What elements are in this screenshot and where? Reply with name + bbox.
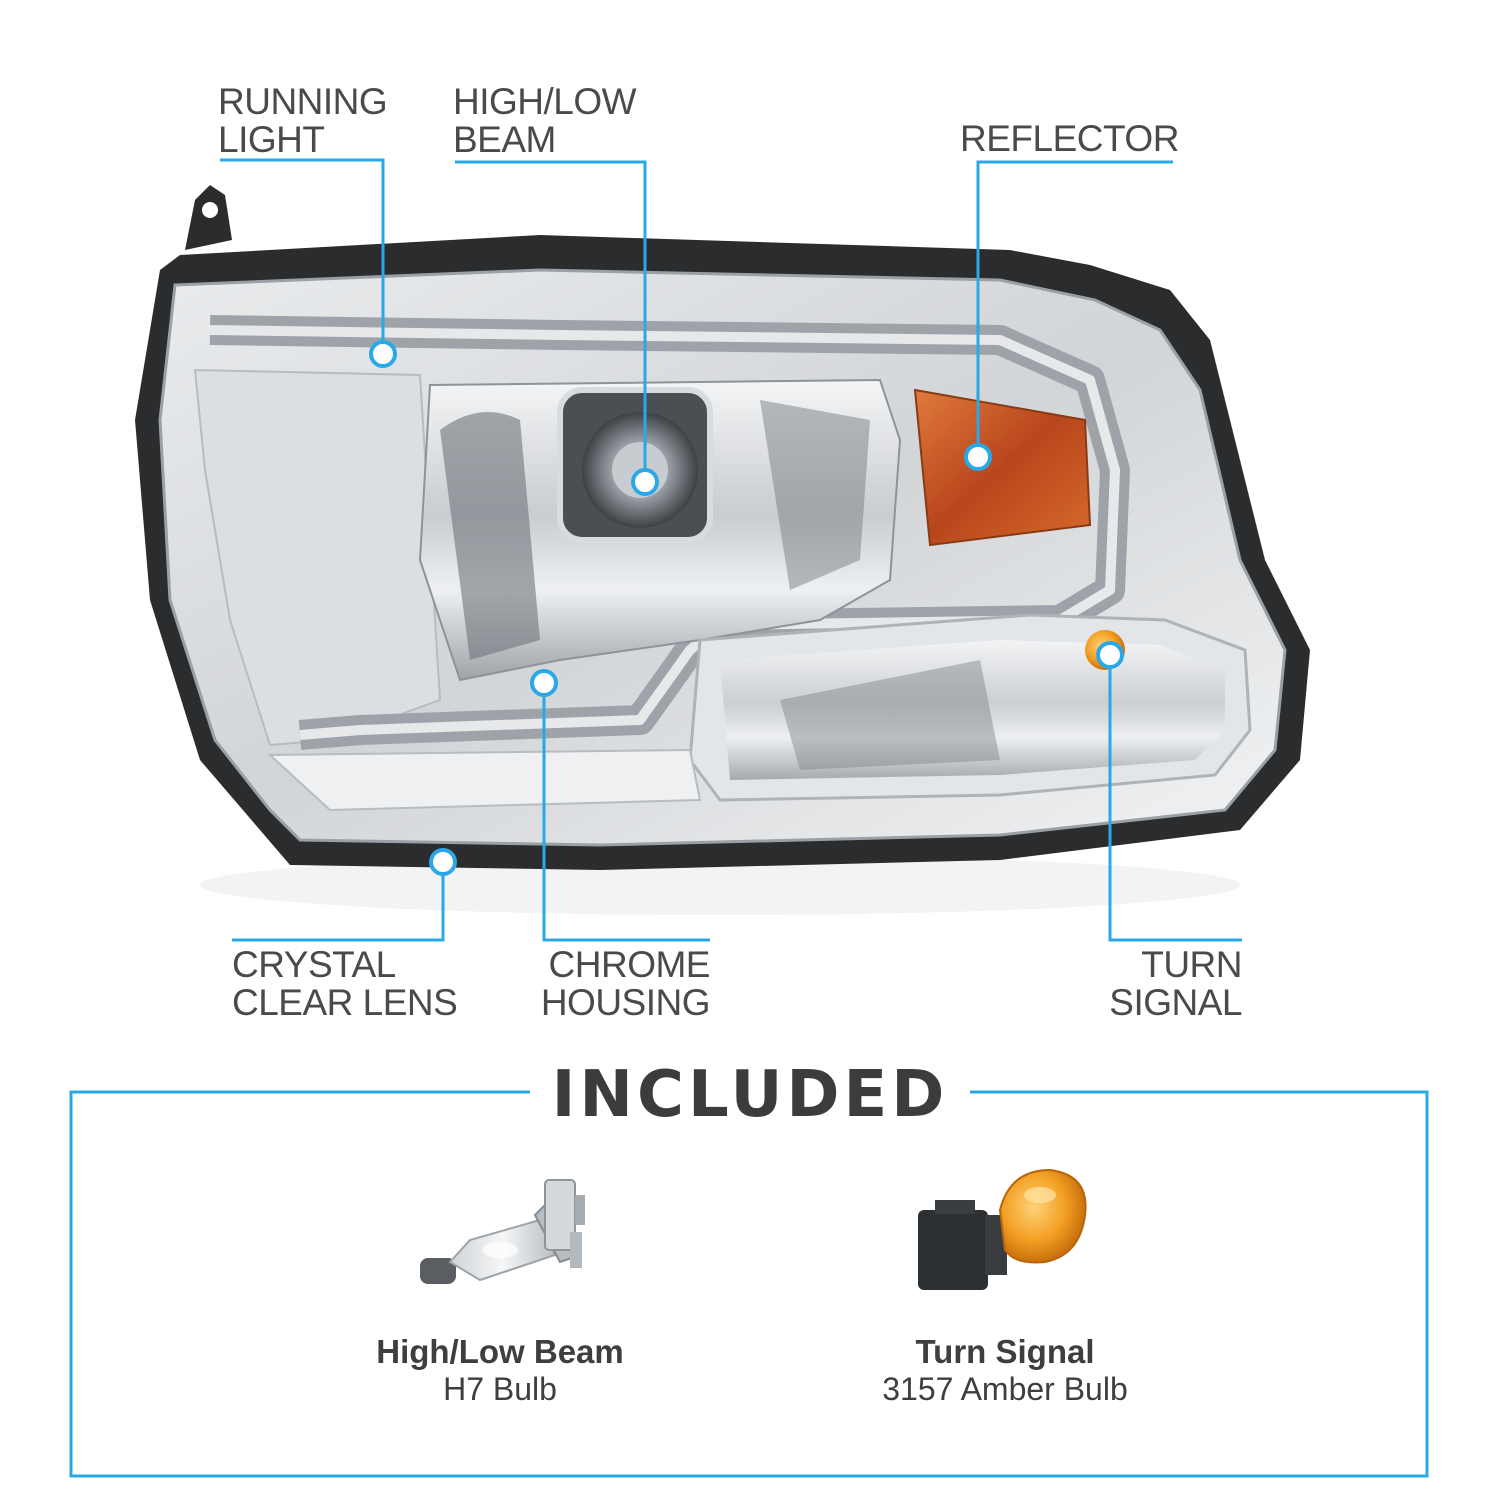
included-item-h7-subtitle: H7 Bulb <box>443 1371 557 1407</box>
included-item-3157-title: Turn Signal <box>915 1333 1095 1370</box>
marker-crystal-clear-lens <box>429 848 457 876</box>
callout-reflector-line-1: REFLECTOR <box>960 118 1179 159</box>
included-item-3157-subtitle: 3157 Amber Bulb <box>882 1371 1128 1407</box>
included-box <box>69 1090 1429 1478</box>
callout-turn-signal-line-1: TURN <box>1141 944 1242 985</box>
callout-high-low-beam: HIGH/LOW BEAM <box>453 81 637 160</box>
callout-chrome-housing: CHROME HOUSING <box>510 944 711 1023</box>
included-title-text: INCLUDED <box>529 1058 971 1132</box>
marker-reflector <box>964 443 992 471</box>
marker-chrome-housing <box>530 669 558 697</box>
marker-running-light <box>369 340 397 368</box>
callout-reflector: REFLECTOR <box>960 118 1179 159</box>
callout-high-low-beam-line-2: BEAM <box>453 119 556 160</box>
callout-crystal-clear-lens: CRYSTAL CLEAR LENS <box>232 944 458 1023</box>
callout-running-light-line-1: RUNNING <box>218 81 388 122</box>
included-title: INCLUDED <box>0 1058 1500 1132</box>
included-item-3157: Turn Signal 3157 Amber Bulb <box>795 1333 1215 1407</box>
callout-turn-signal: TURN SIGNAL <box>1060 946 1242 1022</box>
callout-running-light: RUNNING LIGHT <box>218 81 388 160</box>
callout-running-light-line-2: LIGHT <box>218 119 325 160</box>
callout-high-low-beam-line-1: HIGH/LOW <box>453 81 637 122</box>
callout-chrome-housing-line-2: HOUSING <box>540 982 711 1023</box>
callout-crystal-clear-lens-line-2: CLEAR LENS <box>232 982 458 1023</box>
callout-chrome-housing-line-1: CHROME <box>548 944 711 985</box>
included-item-h7-title: High/Low Beam <box>376 1333 624 1370</box>
marker-turn-signal <box>1096 641 1124 669</box>
amber-3157-bulb-icon <box>918 1168 1087 1290</box>
callout-crystal-clear-lens-line-1: CRYSTAL <box>232 944 396 985</box>
h7-bulb-icon <box>420 1179 585 1284</box>
callout-turn-signal-line-2: SIGNAL <box>1109 982 1242 1023</box>
callout-markers <box>369 340 1124 876</box>
callout-leader-lines <box>220 158 1242 942</box>
included-item-h7: High/Low Beam H7 Bulb <box>290 1333 710 1407</box>
marker-high-low-beam <box>631 468 659 496</box>
